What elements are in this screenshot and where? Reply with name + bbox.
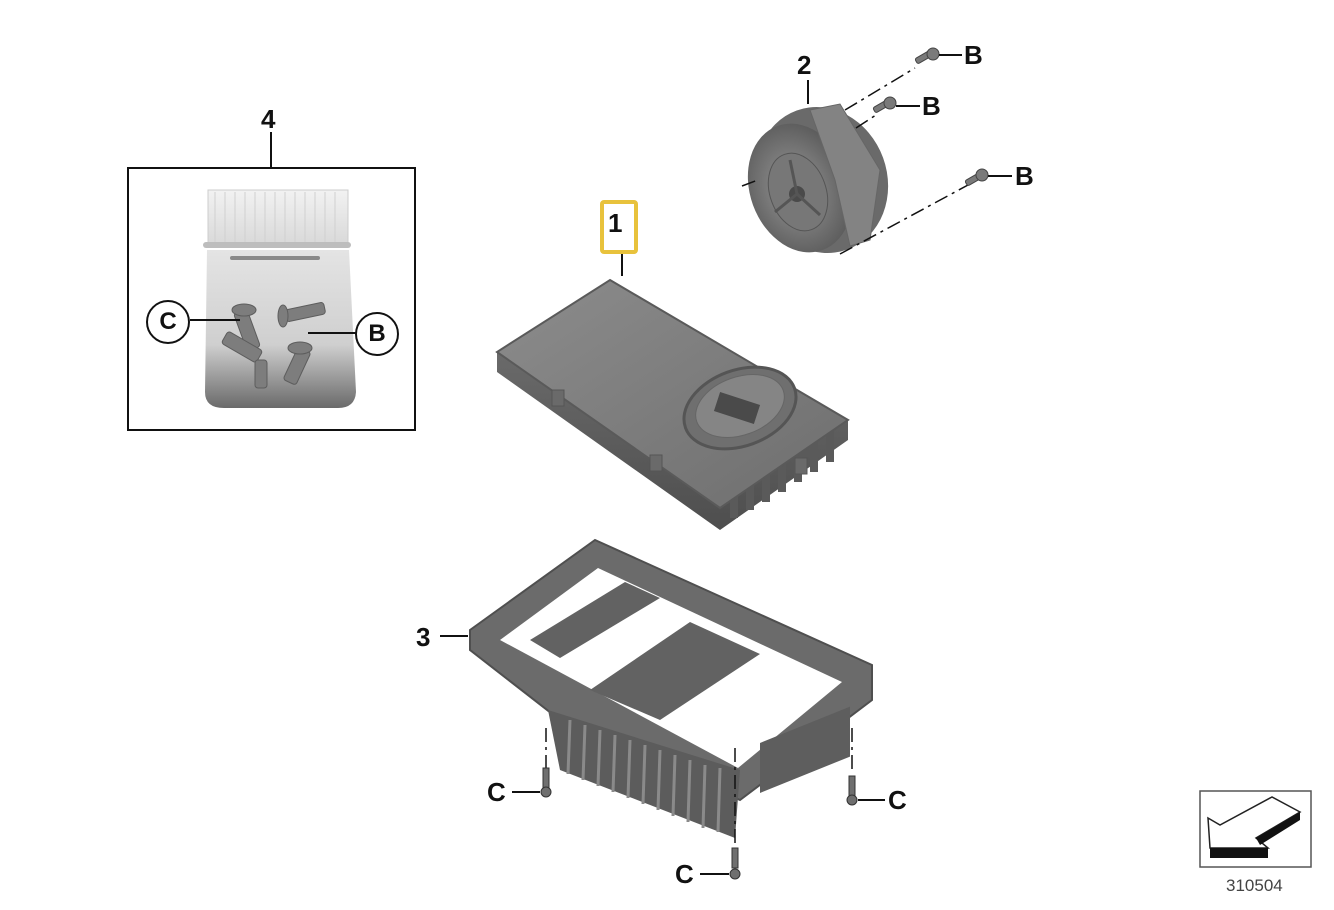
part-label-1-highlight[interactable] <box>600 200 638 254</box>
part-label-4[interactable]: 4 <box>261 104 276 134</box>
fastener-label-c-2[interactable]: C <box>675 859 694 889</box>
fastener-label-b-1[interactable]: B <box>964 40 983 70</box>
fastener-label-b-3[interactable]: B <box>1015 161 1034 191</box>
fastener-label-c-1[interactable]: C <box>487 777 506 807</box>
part-label-3[interactable]: 3 <box>416 622 431 652</box>
part-3-bracket <box>440 538 885 880</box>
arrow-down-left-icon <box>1199 790 1312 868</box>
reference-number: 310504 <box>1226 876 1283 895</box>
part-label-1[interactable]: 1 <box>608 208 623 238</box>
fastener-label-b-2[interactable]: B <box>922 91 941 121</box>
part-2-fan <box>741 47 1012 255</box>
kit-callout-b[interactable]: B <box>355 312 399 356</box>
fastener-label-c-3[interactable]: C <box>888 785 907 815</box>
part-label-2[interactable]: 2 <box>797 50 812 80</box>
part-1-control-unit <box>495 254 850 530</box>
part-4-screw-kit <box>127 132 416 431</box>
kit-callout-c[interactable]: C <box>146 300 190 344</box>
